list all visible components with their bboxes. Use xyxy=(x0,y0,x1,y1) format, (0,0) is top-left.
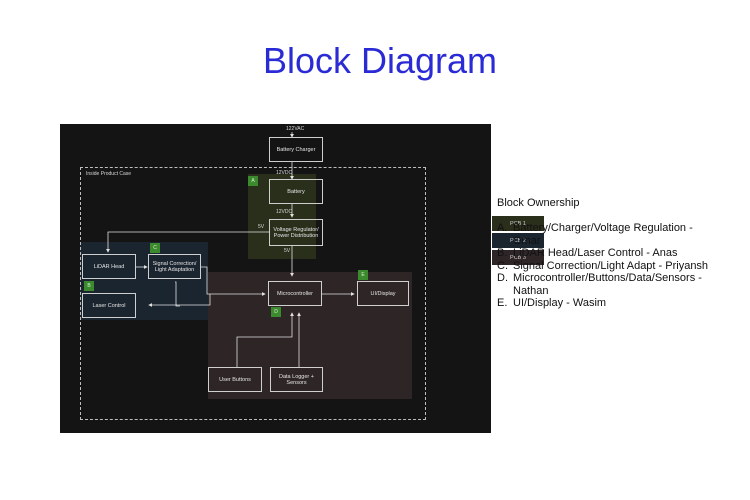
laser-control-block: Laser Control xyxy=(82,293,136,318)
user-buttons-block: User Buttons xyxy=(208,367,262,392)
ownership-item: B.LiDAR Head/Laser Control - Anas xyxy=(497,247,678,259)
block-diagram: 122VAC Inside Product Case 12VDC 12VDC 5… xyxy=(60,124,544,433)
badge-c: C xyxy=(150,243,160,253)
net-5v-down: 5V xyxy=(284,248,291,254)
ui-display-block: UI/Display xyxy=(357,281,409,306)
slide-title: Block Diagram xyxy=(262,40,498,81)
ownership-list: A.Battery/Charger/Voltage Regulation - O… xyxy=(497,222,723,310)
pcb1-region xyxy=(248,174,316,259)
lidar-head-block: LiDAR Head xyxy=(82,254,136,279)
legend-pcb2: PCB 2 xyxy=(492,233,544,248)
pcb3-region xyxy=(208,272,412,399)
signal-correction-block: Signal Correction/ Light Adaptation xyxy=(148,254,201,279)
microcontroller-block: Microcontroller xyxy=(268,281,322,306)
supply-label: 122VAC xyxy=(286,126,305,132)
ownership-heading: Block Ownership xyxy=(497,197,580,209)
product-case-boundary xyxy=(80,167,426,420)
ownership-item: A.Battery/Charger/Voltage Regulation - O… xyxy=(497,222,693,247)
legend-pcb1: PCB 1 xyxy=(492,216,544,231)
badge-b: B xyxy=(84,281,94,291)
ownership-item: E.UI/Display - Wasim xyxy=(497,297,607,309)
case-label: Inside Product Case xyxy=(86,171,132,177)
net-12vdc-top: 12VDC xyxy=(276,170,293,176)
badge-d: D xyxy=(271,307,281,317)
connection-wires xyxy=(106,132,355,367)
data-logger-block: Data Logger + Sensors xyxy=(270,367,323,392)
pcb2-region xyxy=(80,242,208,320)
net-5v-left: 5V xyxy=(258,224,265,230)
badge-a: A xyxy=(248,176,258,186)
battery-charger-block: Battery Charger xyxy=(269,137,323,162)
net-12vdc-mid: 12VDC xyxy=(276,209,293,215)
battery-block: Battery xyxy=(269,179,323,204)
ownership-item: C.Signal Correction/Light Adapt - Priyan… xyxy=(497,259,709,272)
legend-pcb3: PCB 3 xyxy=(492,250,544,265)
ownership-item: D.Microcontroller/Buttons/Data/Sensors -… xyxy=(497,272,702,297)
badge-e: E xyxy=(358,270,368,280)
regulator-block: Voltage Regulator/ Power Distribution xyxy=(269,219,323,246)
